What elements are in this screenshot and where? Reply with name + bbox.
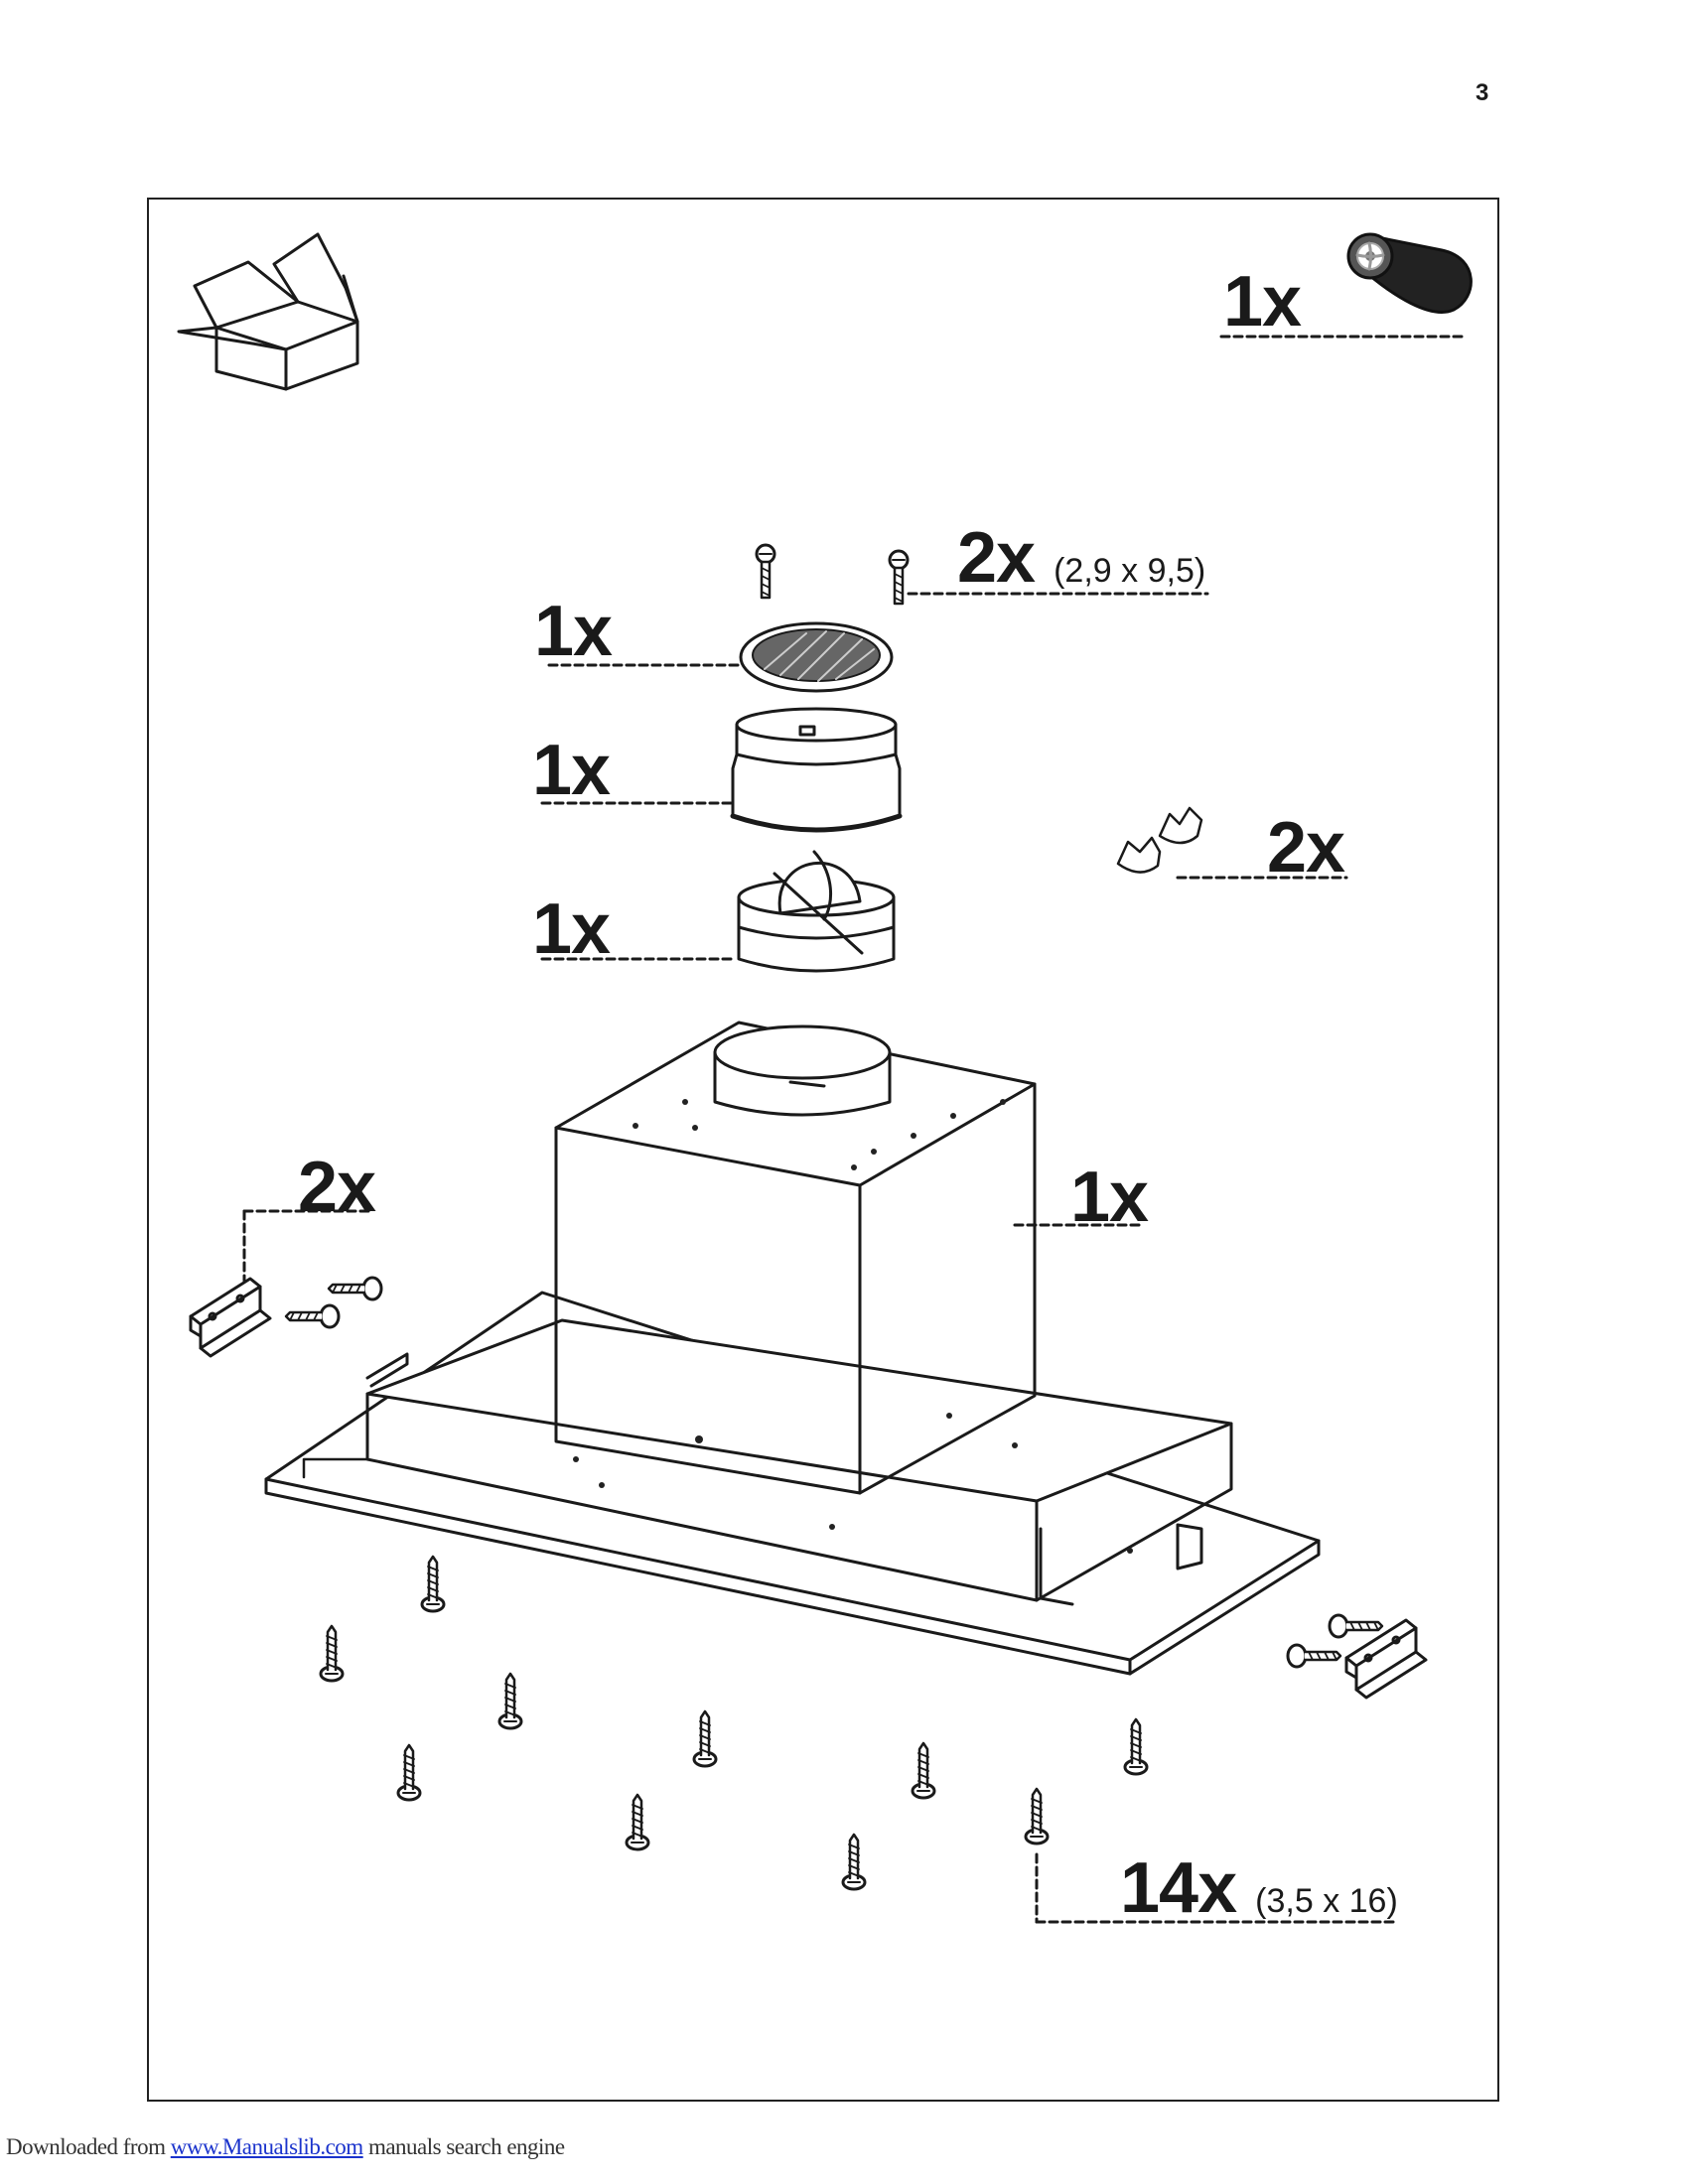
footer-prefix: Downloaded from — [6, 2134, 166, 2159]
screw-icon — [888, 549, 910, 606]
footer: Downloaded from www.Manualslib.com manua… — [6, 2134, 565, 2160]
damper-qty-label: 1x — [532, 889, 611, 969]
damper-icon — [737, 850, 896, 973]
manualslib-link[interactable]: www.Manualslib.com — [170, 2134, 363, 2159]
reducer-qty-label: 1x — [532, 731, 611, 810]
open-box-icon — [177, 232, 359, 391]
large-screws-qty: 14x — [1120, 1848, 1237, 1928]
remote-control-icon — [1346, 232, 1473, 314]
footer-suffix: manuals search engine — [362, 2134, 565, 2159]
reducer-icon — [730, 707, 903, 833]
large-screws-qty-label: 14x (3,5 x 16) — [1120, 1852, 1398, 1924]
remote-qty-label: 1x — [1223, 262, 1302, 341]
bracket-icon — [189, 1277, 272, 1358]
screw-icon — [755, 543, 776, 600]
screw-icon — [327, 1276, 383, 1301]
screw-icon — [284, 1303, 341, 1329]
cooker-hood-icon — [264, 1021, 1321, 1676]
large-screws-dimension: (3,5 x 16) — [1255, 1882, 1398, 1920]
page-number: 3 — [1476, 79, 1489, 106]
bracket-icon — [1344, 1618, 1428, 1700]
wing-nut-icon — [1116, 806, 1203, 874]
hood-qty-label: 1x — [1070, 1158, 1149, 1237]
small-screws-dimension: (2,9 x 9,5) — [1054, 552, 1206, 590]
grille-icon — [739, 621, 894, 693]
content-frame — [147, 198, 1499, 2102]
small-screws-qty: 2x — [957, 518, 1036, 598]
brackets-qty-label: 2x — [298, 1148, 376, 1227]
small-screws-qty-label: 2x (2,9 x 9,5) — [957, 522, 1205, 594]
wing-nuts-qty-label: 2x — [1267, 808, 1345, 887]
grille-qty-label: 1x — [534, 592, 613, 671]
